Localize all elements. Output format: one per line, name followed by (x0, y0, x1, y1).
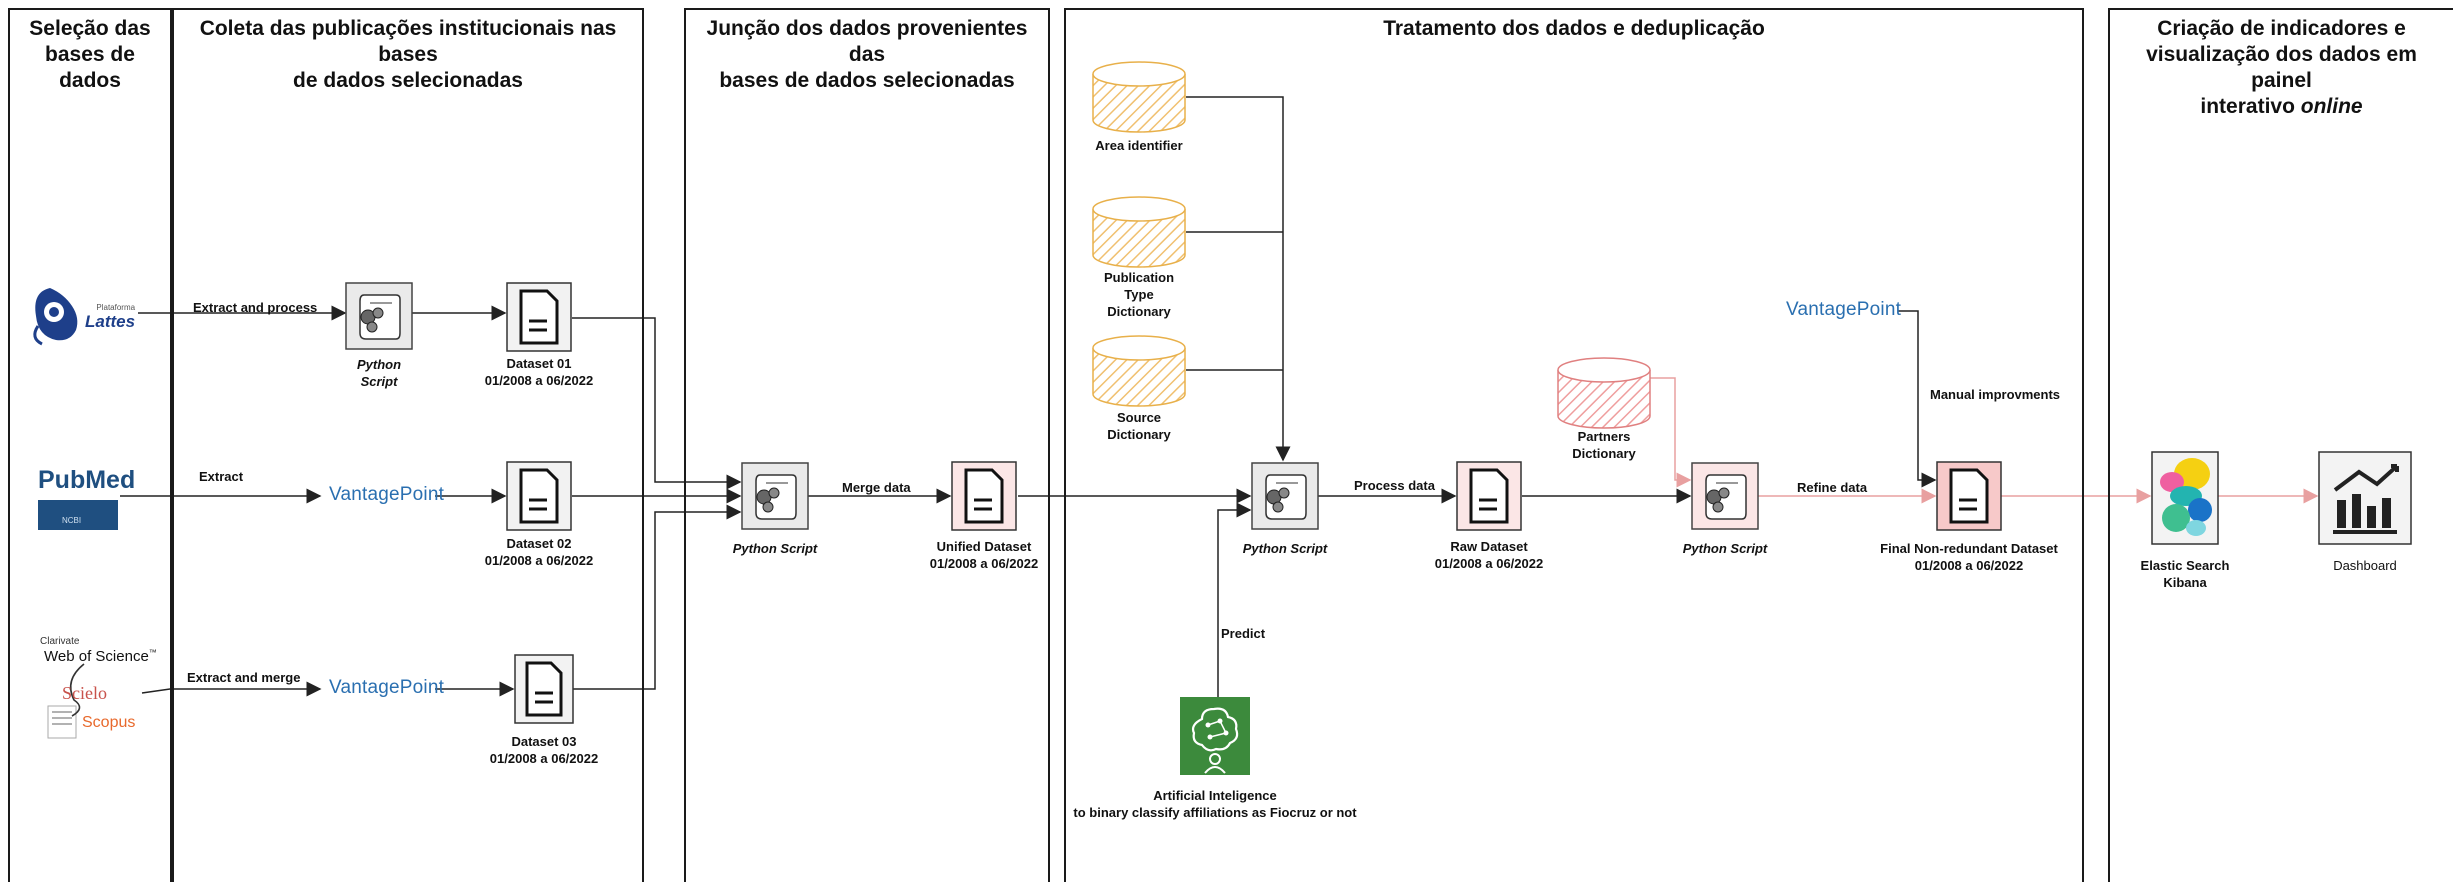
edge-label-predict: Predict (1221, 626, 1266, 641)
document-icon (951, 461, 1017, 531)
lane-title-line: interativo online (2200, 95, 2363, 118)
lane-title-line: Tratamento dos dados e deduplicação (1383, 17, 1765, 40)
wos-brand: Web of Science™ (44, 648, 157, 665)
edge-area-py3 (1186, 96, 1291, 462)
ncbi-banner (38, 500, 118, 530)
lane-title: Coleta das publicações institucionais na… (180, 16, 636, 94)
database-icon (1092, 61, 1186, 133)
python-script-icon (345, 282, 413, 350)
pubmed-brand: PubMed (38, 466, 136, 494)
database-icon (1092, 335, 1186, 407)
lane-collection: Coleta das publicações institucionais na… (172, 8, 644, 882)
python-script-icon (741, 462, 809, 530)
edge-label-extract-merge: Extract and merge (187, 670, 301, 685)
lane-title-line: Seleção das (29, 17, 151, 40)
edge-ds3-py2 (572, 504, 742, 690)
document-icon (506, 282, 572, 352)
edge-label-refine-data: Refine data (1797, 480, 1868, 495)
database-icon (1092, 196, 1186, 268)
vantagepoint-logo: VantagePoint (329, 677, 445, 698)
dashboard-icon (2318, 451, 2412, 545)
scielo-swirl-icon (69, 663, 85, 717)
edge-label-manual: Manual improvments (1930, 387, 2061, 402)
document-icon (514, 654, 574, 724)
vantagepoint-logo: VantagePoint (329, 484, 445, 505)
lane-title-line: visualização dos dados em painel (2146, 43, 2417, 92)
lane-title-line: Junção dos dados provenientes das (706, 17, 1028, 66)
lane-visualization: Criação de indicadores e visualização do… (2108, 8, 2453, 882)
lattes-logo-icon (33, 288, 78, 346)
vantagepoint-logo: VantagePoint (1786, 299, 1902, 320)
wos-company: Clarivate (40, 636, 80, 647)
lattes-brand: Plataforma Lattes (85, 303, 135, 332)
document-icon (1456, 461, 1522, 531)
lane-title: Junção dos dados provenientes das bases … (692, 16, 1042, 94)
lane-title: Tratamento dos dados e deduplicação (1072, 16, 2076, 42)
edge-ai-py3 (1217, 502, 1252, 700)
lane-title-line: bases de dados (45, 43, 135, 92)
py2-label: Python Script (732, 541, 818, 556)
lane-title-line: Coleta das publicações institucionais na… (199, 17, 617, 66)
py3-label: Python Script (1242, 541, 1328, 556)
lane-title-line: bases de dados selecionadas (719, 69, 1015, 92)
edge-ds1-py2 (572, 317, 742, 490)
lane-title: Seleção das bases de dados (16, 16, 164, 94)
document-icon (506, 461, 572, 531)
scopus-brand: Scopus (82, 714, 136, 731)
edge-label-merge-data: Merge data (842, 480, 911, 495)
document-icon (1936, 461, 2002, 531)
lane-title-line: Criação de indicadores e (2157, 17, 2406, 40)
python-script-icon (1691, 462, 1759, 530)
edge-label-process-data: Process data (1354, 478, 1435, 493)
lane-treatment: Tratamento dos dados e deduplicação (1064, 8, 2084, 882)
edge-label-extract-process: Extract and process (193, 300, 318, 315)
ai-brain-icon (1180, 697, 1250, 775)
edge-partners-py4 (1650, 377, 1692, 488)
area-identifier-label: Area identifier (1095, 138, 1183, 153)
lattes-brand-name: Lattes (85, 312, 136, 331)
lane-title: Criação de indicadores e visualização do… (2116, 16, 2447, 120)
lane-selection: Seleção das bases de dados (8, 8, 172, 882)
lane-merge: Junção dos dados provenientes das bases … (684, 8, 1050, 882)
dashboard-label: Dashboard (2333, 558, 2397, 573)
py4-label: Python Script (1682, 541, 1768, 556)
python-script-icon (1251, 462, 1319, 530)
edge-vp4-final (1898, 310, 1937, 488)
elastic-kibana-icon (2151, 451, 2219, 545)
scielo-brand: Scielo (62, 683, 107, 703)
lane-title-line: de dados selecionadas (293, 69, 523, 92)
edge-label-extract: Extract (199, 469, 244, 484)
lattes-brand-small: Plataforma (96, 303, 136, 312)
database-icon (1557, 357, 1651, 429)
ncbi-label: NCBI (62, 516, 82, 525)
